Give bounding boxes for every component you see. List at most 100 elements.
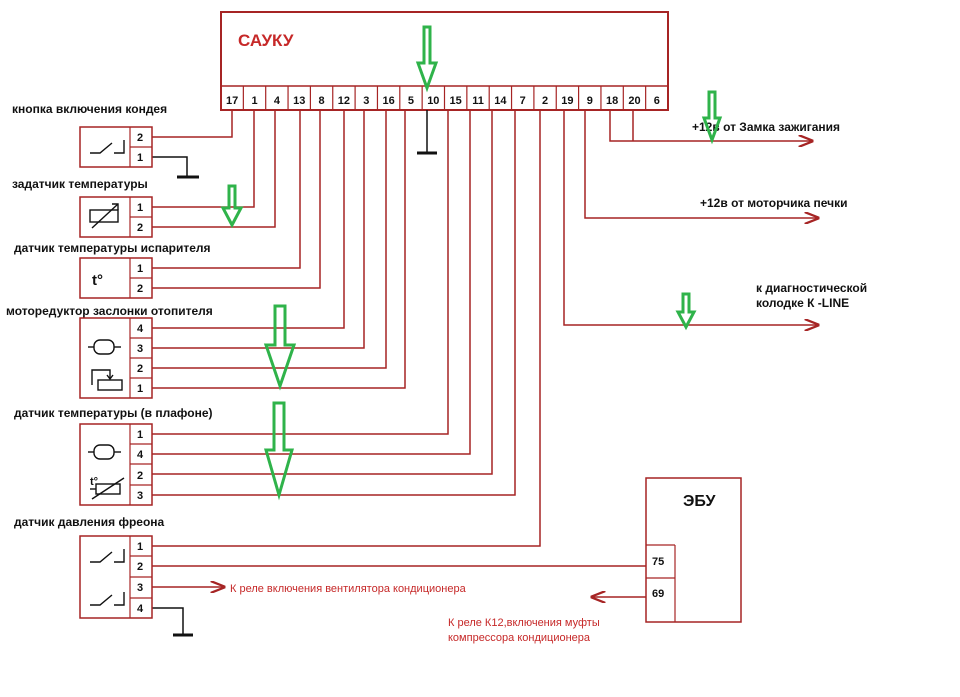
components: кнопка включения кондея 2 1 задатчик тем… [6,102,213,619]
wire-pin12 [152,110,345,329]
cabin-sensor-pin-a: 1 [137,429,143,441]
output-labels: +12в от Замка зажигания +12в от моторчик… [230,120,867,644]
pressure-sensor-pin-c: 3 [137,582,143,594]
temp-setter-pin-b: 2 [137,222,143,234]
sauku-pin-11: 11 [472,95,484,107]
wire-pin7 [152,110,516,496]
heater-motor-label: моторедуктор заслонки отопителя [6,304,213,318]
green-arrow-icon [675,292,697,331]
evap-sensor-pin-a: 1 [137,263,143,275]
wire-pin5 [152,110,406,389]
sauku-pin-16: 16 [383,95,395,107]
ebu-pin-75: 75 [652,556,664,568]
pressure-sensor-pin-d: 4 [137,603,144,615]
green-arrow-icon [264,401,294,501]
ac-button-component: кнопка включения кондея 2 1 [12,102,167,168]
sauku-pin-8: 8 [319,95,325,107]
wire-pin11 [152,110,471,455]
pressure-sensor-pin-b: 2 [137,561,143,573]
diag-label-line1: к диагностической [756,281,867,295]
wire-pin1 [152,110,255,208]
heater-fan-label: +12в от моторчика печки [700,196,847,210]
evap-sensor-pin-b: 2 [137,283,143,295]
ac-button-pin-b: 1 [137,152,143,164]
wire-pin3 [152,110,365,349]
sauku-pin-19: 19 [561,95,573,107]
ac-button-pin-a: 2 [137,132,143,144]
green-arrows [220,25,723,501]
green-arrow-icon [701,90,723,145]
ebu-pin-69: 69 [652,588,664,600]
cabin-sensor-label: датчик температуры (в плафоне) [14,406,213,420]
variable-resistor-icon [89,203,119,229]
green-arrow-icon [263,304,297,391]
temp-setter-pin-a: 1 [137,202,143,214]
thermistor-icon [90,477,125,500]
fan-relay-label: К реле включения вентилятора кондиционер… [230,583,467,595]
diag-label-line2: колодке К -LINE [756,296,849,310]
wire-pin17 [152,110,233,138]
heater-motor-pin-c: 2 [137,363,143,375]
wire-pin8 [152,110,321,289]
evap-sensor-component: датчик температуры испарителя 1 2 t° [14,241,211,299]
wire-pin19 [563,110,818,325]
k12-label-line2: компрессора кондиционера [448,632,591,644]
sauku-pin-1: 1 [251,95,257,107]
switch-icon [90,140,125,154]
heater-motor-pin-d: 1 [137,383,143,395]
heater-motor-pin-b: 3 [137,343,143,355]
potentiometer-icon [91,369,123,391]
pressure-sensor-pin-a: 1 [137,541,143,553]
sauku-pin-17: 17 [226,95,238,107]
motor-icon [88,339,121,355]
wire-pin15 [152,110,449,435]
thermometer-icon: t° [92,272,103,289]
ebu-title: ЭБУ [683,493,716,510]
wires [152,110,818,597]
sauku-pin-14: 14 [494,95,507,107]
sauku-pin-13: 13 [293,95,305,107]
cabin-sensor-pin-d: 3 [137,490,143,502]
cabin-sensor-component: датчик температуры (в плафоне) 1 4 2 3 t… [14,406,213,506]
cabin-sensor-pin-c: 2 [137,470,143,482]
sauku-pin-9: 9 [587,95,593,107]
cabin-sensor-glyph: t° [90,476,98,488]
sauku-pin-10: 10 [427,95,439,107]
ignition-label: +12в от Замка зажигания [692,120,840,134]
ebu-block: ЭБУ 75 69 [645,477,742,623]
sauku-pin-15: 15 [450,95,462,107]
k12-label-line1: К реле К12,включения муфты [448,617,600,629]
sauku-pin-18: 18 [606,95,618,107]
green-arrow-icon [415,25,439,93]
pressure-switch-icon [90,549,125,606]
sauku-pin-6: 6 [654,95,660,107]
wire-pin18 [609,110,812,141]
temp-setter-label: задатчик температуры [12,177,148,191]
wire-pin14 [152,110,493,475]
ac-button-label: кнопка включения кондея [12,102,167,116]
evap-sensor-label: датчик температуры испарителя [14,241,211,255]
sauku-pin-3: 3 [363,95,369,107]
cabin-sensor-pin-b: 4 [137,449,144,461]
green-arrow-icon [220,184,244,229]
wire-pin4 [152,110,276,228]
sauku-pin-2: 2 [542,95,548,107]
sauku-pin-12: 12 [338,95,350,107]
wire-pin13 [152,110,301,269]
wire-pin9 [584,110,818,218]
sauku-pin-4: 4 [274,95,281,107]
sauku-pin-7: 7 [520,95,526,107]
temp-setter-component: задатчик температуры 1 2 [12,177,153,238]
grounds [152,110,437,637]
ground-ac-button [152,156,188,176]
wire-pin2 [152,110,541,547]
fan-motor-icon [88,444,121,460]
ground-pressure [152,607,184,634]
pressure-sensor-component: датчик давления фреона 1 2 3 4 [14,515,165,619]
heater-motor-pin-a: 4 [137,323,144,335]
sauku-pin-20: 20 [628,95,640,107]
pressure-sensor-label: датчик давления фреона [14,515,165,529]
